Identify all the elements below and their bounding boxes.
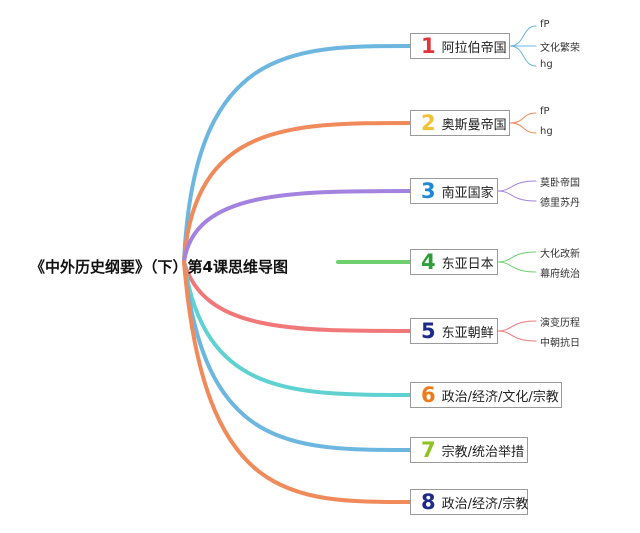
branch-label: 南亚国家 xyxy=(441,185,494,201)
branch-node-4[interactable]: 4 东亚日本 xyxy=(410,249,498,275)
branch-number: 8 xyxy=(421,490,436,514)
branch-line-3 xyxy=(182,189,412,264)
leaf-label: 中朝抗日 xyxy=(540,338,580,349)
leaf-label: fP xyxy=(540,19,550,30)
branch-line-8 xyxy=(182,260,412,504)
branch-line-6 xyxy=(182,260,412,397)
leaf-label: 德里苏丹 xyxy=(540,198,580,209)
leaf-line-1-3 xyxy=(509,45,537,67)
branch-node-7[interactable]: 7 宗教/统治举措 xyxy=(410,437,528,463)
branch-number: 4 xyxy=(421,250,436,274)
leaf-line-5-2 xyxy=(497,330,537,342)
branch-number: 6 xyxy=(421,383,436,407)
leaf-line-2-1 xyxy=(509,112,537,124)
branch-number: 7 xyxy=(421,438,436,462)
branch-label: 政治/经济/宗教 xyxy=(441,496,529,512)
branch-node-6[interactable]: 6 政治/经济/文化/宗教 xyxy=(410,382,562,408)
leaf-line-5-1 xyxy=(497,320,537,332)
leaf-label: fP xyxy=(540,106,550,117)
leaf-label: hg xyxy=(540,126,553,137)
branch-label: 东亚朝鲜 xyxy=(441,325,494,341)
branch-node-5[interactable]: 5 东亚朝鲜 xyxy=(410,318,498,344)
branch-line-2 xyxy=(182,121,412,264)
leaf-label: 演变历程 xyxy=(540,318,580,329)
leaf-line-1-1 xyxy=(509,25,537,47)
leaf-line-3-2 xyxy=(497,190,537,202)
branch-number: 3 xyxy=(421,179,436,203)
branch-label: 阿拉伯帝国 xyxy=(441,40,507,56)
branch-node-3[interactable]: 3 南亚国家 xyxy=(410,178,498,204)
branch-line-5 xyxy=(182,260,412,333)
leaf-line-4-1 xyxy=(497,251,537,263)
root-title: 《中外历史纲要》（下）第4课思维导图 xyxy=(30,258,288,276)
branch-line-1 xyxy=(182,44,412,264)
branch-node-1[interactable]: 1 阿拉伯帝国 xyxy=(410,33,510,59)
branch-node-8[interactable]: 8 政治/经济/宗教 xyxy=(410,489,528,515)
leaf-line-3-1 xyxy=(497,180,537,192)
branch-number: 1 xyxy=(421,34,436,58)
leaf-label: 文化繁荣 xyxy=(540,43,580,54)
leaf-line-4-2 xyxy=(497,261,537,273)
branch-label: 奥斯曼帝国 xyxy=(441,117,507,133)
branch-label: 东亚日本 xyxy=(441,256,494,272)
branch-number: 2 xyxy=(421,111,436,135)
branch-node-2[interactable]: 2 奥斯曼帝国 xyxy=(410,110,510,136)
leaf-label: 莫卧帝国 xyxy=(540,178,580,189)
leaf-label: hg xyxy=(540,59,553,70)
branch-line-7 xyxy=(182,260,412,452)
leaf-label: 幕府统治 xyxy=(540,269,580,280)
leaf-label: 大化改新 xyxy=(540,249,580,260)
branch-label: 政治/经济/文化/宗教 xyxy=(441,389,559,405)
branch-label: 宗教/统治举措 xyxy=(441,444,525,460)
leaf-line-2-2 xyxy=(509,122,537,134)
branch-number: 5 xyxy=(421,319,436,343)
